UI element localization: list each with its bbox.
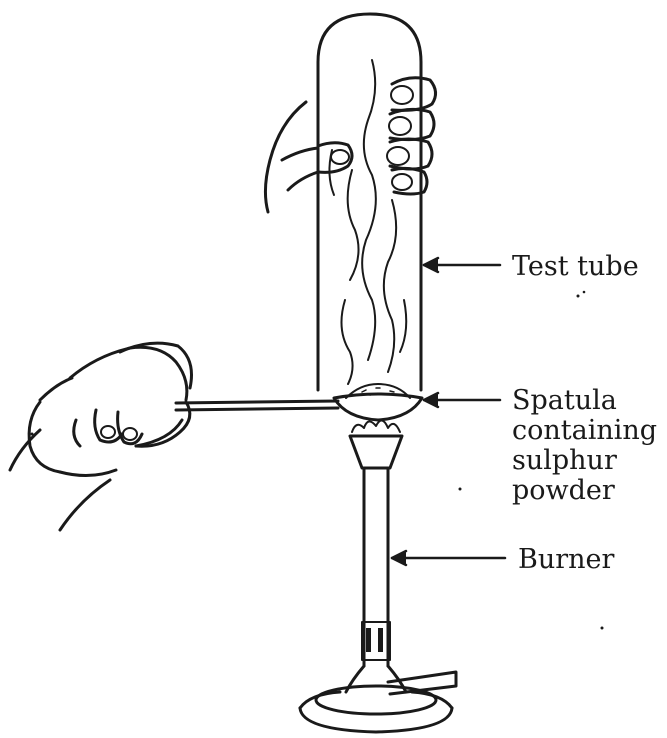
burner-label: Burner (518, 545, 614, 575)
spatula-label-line-4: powder (512, 476, 657, 506)
hand-holding-spatula (10, 343, 192, 530)
spatula-label-line-2: containing (512, 416, 657, 446)
bunsen-burner (300, 420, 456, 732)
spatula-with-sulphur (176, 384, 422, 420)
arrow-test-tube (424, 258, 500, 272)
spatula-label: Spatula containing sulphur powder (512, 386, 657, 506)
hand-holding-test-tube (265, 78, 435, 212)
arrow-burner (392, 551, 505, 565)
arrow-spatula (424, 393, 500, 407)
spatula-label-line-1: Spatula (512, 386, 657, 416)
test-tube (318, 14, 421, 390)
test-tube-label: Test tube (512, 252, 639, 282)
spatula-label-line-3: sulphur (512, 446, 657, 476)
